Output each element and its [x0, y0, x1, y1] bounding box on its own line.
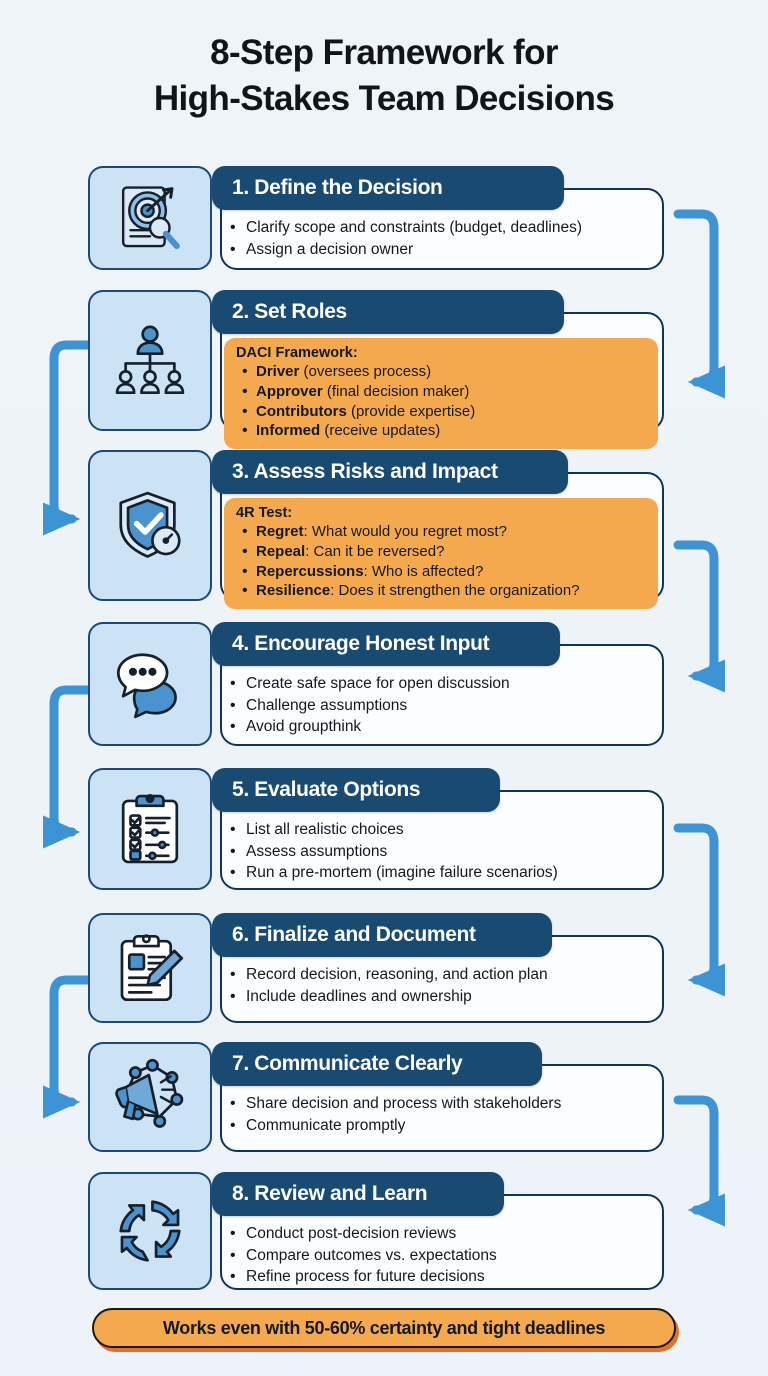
callout-item: Resilience: Does it strengthen the organ… [236, 580, 646, 601]
callout-item: Approver (final decision maker) [236, 381, 646, 402]
callout-term: Informed [256, 422, 321, 440]
speech-bubbles-icon [88, 622, 212, 746]
step-card-1[interactable]: 1. Define the Decision Clarify scope and… [88, 166, 672, 270]
callout-desc: : Does it strengthen the organization? [330, 582, 580, 600]
step-card-5[interactable]: 5. Evaluate Options List all realistic c… [88, 768, 672, 890]
shield-check-gauge-icon [88, 450, 212, 601]
step-card-4[interactable]: 4. Encourage Honest Input Create safe sp… [88, 622, 672, 746]
four-r-callout: 4R Test: Regret: What would you regret m… [224, 498, 658, 610]
callout-term: Contributors [256, 402, 347, 420]
step-header-6[interactable]: 6. Finalize and Document [212, 913, 552, 957]
bullet-item: Include deadlines and ownership [228, 986, 656, 1008]
bullet-item: Assess assumptions [228, 841, 656, 863]
callout-desc: (final decision maker) [322, 382, 470, 400]
step-header-5[interactable]: 5. Evaluate Options [212, 768, 500, 812]
step-card-2[interactable]: 2. Set Roles DACI Framework: Driver (ove… [88, 290, 672, 450]
bullet-item: Record decision, reasoning, and action p… [228, 964, 656, 986]
bullet-item: Clarify scope and constraints (budget, d… [228, 217, 656, 239]
callout-desc: (provide expertise) [346, 402, 476, 420]
step-card-8[interactable]: 8. Review and Learn Conduct post-decisio… [88, 1172, 672, 1290]
callout-term: Approver [256, 382, 323, 400]
callout-item: Contributors (provide expertise) [236, 401, 646, 422]
circular-arrows-cycle-icon [88, 1172, 212, 1290]
page-title-line-1: 8-Step Framework for [210, 33, 558, 72]
callout-desc: (oversees process) [299, 363, 432, 380]
step-header-8[interactable]: 8. Review and Learn [212, 1172, 504, 1216]
step-card-6[interactable]: 6. Finalize and Document Record decision… [88, 913, 672, 1023]
bullet-item: Conduct post-decision reviews [228, 1223, 656, 1245]
step-bullet-list: Share decision and process with stakehol… [228, 1093, 656, 1137]
callout-desc: : What would you regret most? [303, 523, 507, 540]
callout-term: Driver [256, 363, 300, 380]
callout-term: Repeal [256, 542, 306, 560]
step-card-3[interactable]: 3. Assess Risks and Impact 4R Test: Regr… [88, 450, 672, 610]
bullet-item: Challenge assumptions [228, 695, 656, 717]
bullet-item: Share decision and process with stakehol… [228, 1093, 656, 1115]
callout-item: Repercussions: Who is affected? [236, 561, 646, 582]
bullet-item: Communicate promptly [228, 1115, 656, 1137]
callout-title: 4R Test: [236, 505, 293, 521]
step-heading-label: 8. Review and Learn [232, 1182, 428, 1205]
step-header-7[interactable]: 7. Communicate Clearly [212, 1042, 542, 1086]
footer-banner: Works even with 50-60% certainty and tig… [92, 1308, 676, 1348]
step-header-3[interactable]: 3. Assess Risks and Impact [212, 450, 568, 494]
callout-list: Driver (oversees process) Approver (fina… [236, 361, 646, 441]
step-bullet-list: Conduct post-decision reviews Compare ou… [228, 1223, 656, 1289]
step-heading-label: 5. Evaluate Options [232, 778, 421, 801]
clipboard-checklist-options-icon [88, 768, 212, 890]
step-bullet-list: Create safe space for open discussion Ch… [228, 673, 656, 739]
clipboard-pencil-icon [88, 913, 212, 1023]
step-heading-label: 7. Communicate Clearly [232, 1052, 463, 1075]
step-header-4[interactable]: 4. Encourage Honest Input [212, 622, 560, 666]
callout-term: Regret [256, 523, 304, 540]
callout-item: Repeal: Can it be reversed? [236, 541, 646, 562]
callout-item: Informed (receive updates) [236, 420, 646, 441]
callout-list: Regret: What would you regret most? Repe… [236, 521, 646, 601]
step-bullet-list: List all realistic choices Assess assump… [228, 819, 656, 885]
bullet-item: Run a pre-mortem (imagine failure scenar… [228, 862, 656, 884]
step-heading-label: 1. Define the Decision [232, 176, 443, 199]
bullet-item: List all realistic choices [228, 819, 656, 841]
callout-term: Repercussions [256, 562, 364, 580]
footer-banner-label: Works even with 50-60% certainty and tig… [162, 1317, 606, 1338]
callout-desc: (receive updates) [320, 422, 441, 440]
step-bullet-list: Record decision, reasoning, and action p… [228, 964, 656, 1008]
page-title: 8-Step Framework for High-Stakes Team De… [0, 30, 768, 122]
bullet-item: Compare outcomes vs. expectations [228, 1245, 656, 1267]
step-bullet-list: Clarify scope and constraints (budget, d… [228, 217, 656, 261]
callout-item: Regret: What would you regret most? [236, 521, 646, 542]
callout-desc: : Can it be reversed? [305, 542, 445, 560]
org-chart-people-icon [88, 290, 212, 431]
document-target-magnifier-icon [88, 166, 212, 270]
step-heading-label: 4. Encourage Honest Input [232, 632, 490, 655]
daci-callout: DACI Framework: Driver (oversees process… [224, 338, 658, 450]
step-heading-label: 2. Set Roles [232, 300, 347, 323]
callout-term: Resilience [256, 582, 331, 600]
callout-item: Driver (oversees process) [236, 361, 646, 382]
page-title-line-2: High-Stakes Team Decisions [153, 79, 615, 119]
megaphone-network-icon [88, 1042, 212, 1152]
step-heading-label: 3. Assess Risks and Impact [232, 460, 498, 483]
callout-title: DACI Framework: [236, 345, 358, 361]
bullet-item: Assign a decision owner [228, 239, 656, 261]
bullet-item: Avoid groupthink [228, 716, 656, 738]
bullet-item: Create safe space for open discussion [228, 673, 656, 695]
bullet-item: Refine process for future decisions [228, 1266, 656, 1288]
step-header-1[interactable]: 1. Define the Decision [212, 166, 564, 210]
step-card-7[interactable]: 7. Communicate Clearly Share decision an… [88, 1042, 672, 1152]
callout-desc: : Who is affected? [363, 562, 484, 580]
step-header-2[interactable]: 2. Set Roles [212, 290, 564, 334]
step-heading-label: 6. Finalize and Document [232, 923, 476, 946]
